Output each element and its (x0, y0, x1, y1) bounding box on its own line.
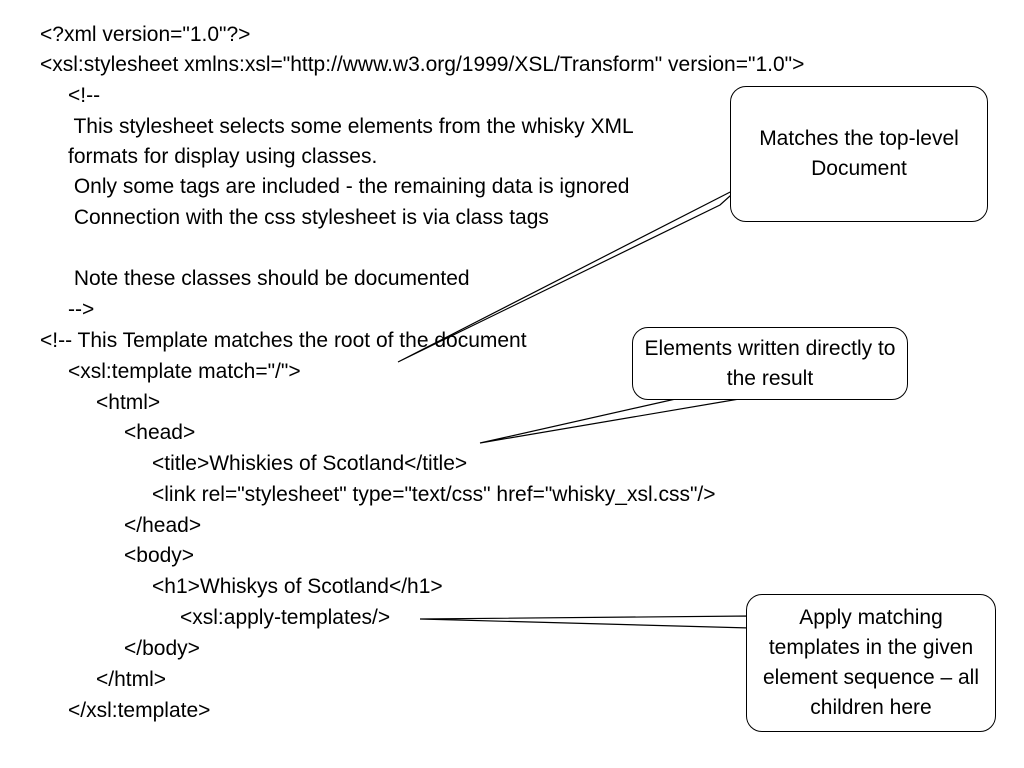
callout-written-directly: Elements written directly to the result (632, 327, 908, 400)
callout-top-level-text: Matches the top-level Document (759, 127, 959, 180)
code-line-comment-text-1: This stylesheet selects some elements fr… (68, 115, 634, 138)
code-line-comment-close: --> (68, 298, 95, 321)
callout-top-level: Matches the top-level Document (730, 86, 988, 222)
code-line-comment-text-5: Note these classes should be documented (68, 267, 470, 290)
code-line-xml-declaration: <?xml version="1.0"?> (40, 23, 251, 46)
code-line-comment-text-4: Connection with the css stylesheet is vi… (68, 206, 549, 229)
pointer-written-directly (479, 397, 746, 444)
code-line-apply-templates: <xsl:apply-templates/> (180, 606, 391, 629)
code-line-body-close: </body> (124, 637, 200, 660)
code-line-template-comment: <!-- This Template matches the root of t… (40, 329, 527, 352)
code-line-html-close: </html> (96, 668, 167, 691)
code-line-title: <title>Whiskies of Scotland</title> (152, 452, 468, 475)
code-line-body-open: <body> (124, 544, 195, 567)
callout-apply-templates-text: Apply matching templates in the given el… (763, 606, 979, 719)
callout-apply-templates: Apply matching templates in the given el… (746, 594, 996, 732)
callout-written-directly-text: Elements written directly to the result (644, 336, 896, 390)
code-line-template-close: </xsl:template> (68, 699, 211, 722)
code-line-stylesheet-open: <xsl:stylesheet xmlns:xsl="http://www.w3… (40, 53, 805, 76)
code-line-html-open: <html> (96, 391, 161, 414)
code-line-template-open: <xsl:template match="/"> (68, 360, 301, 383)
code-line-head-open: <head> (124, 421, 196, 444)
pointer-apply-templates (419, 615, 751, 629)
code-line-head-close: </head> (124, 514, 202, 537)
code-line-h1: <h1>Whiskys of Scotland</h1> (152, 575, 443, 598)
code-line-comment-open: <!-- (68, 84, 101, 107)
code-line-link: <link rel="stylesheet" type="text/css" h… (152, 483, 716, 506)
code-line-comment-text-2: formats for display using classes. (68, 145, 378, 168)
code-line-comment-text-3: Only some tags are included - the remain… (68, 175, 630, 198)
